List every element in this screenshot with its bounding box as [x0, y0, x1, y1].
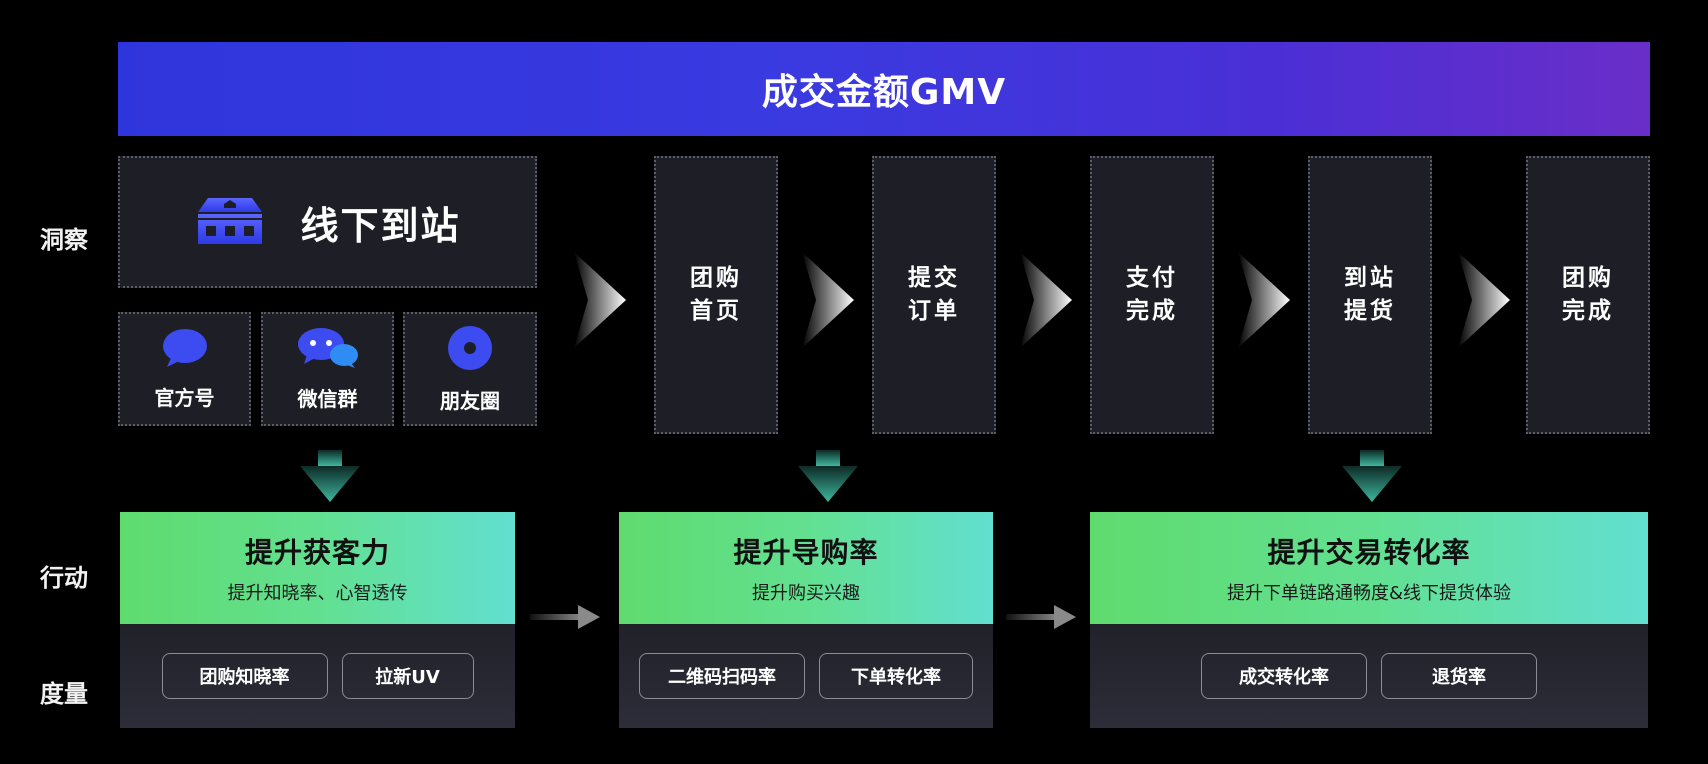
step-station-pickup: 到站 提货: [1308, 156, 1432, 434]
action-title: 提升交易转化率: [1267, 536, 1471, 569]
wechat-icon: [297, 327, 359, 373]
chevron-right-icon: [574, 252, 626, 348]
metrics-conversion: 成交转化率 退货率: [1090, 624, 1648, 728]
step-line2: 完成: [1562, 298, 1614, 324]
channel-moments: 朋友圈: [403, 312, 537, 426]
action-acquisition: 提升获客力 提升知晓率、心智透传: [120, 512, 515, 624]
metric-pill: 二维码扫码率: [639, 653, 805, 699]
moments-icon: [447, 325, 493, 375]
gmv-title: 成交金额GMV: [761, 72, 1007, 113]
offline-to-station-box: 线下到站: [118, 156, 537, 288]
offline-title: 线下到站: [300, 203, 461, 248]
metric-pill: 下单转化率: [819, 653, 973, 699]
action-title: 提升导购率: [733, 536, 879, 569]
arrow-down-icon: [300, 450, 360, 502]
step-group-buy-complete: 团购 完成: [1526, 156, 1650, 434]
chevron-right-icon: [802, 252, 854, 348]
arrow-right-icon: [1006, 605, 1076, 629]
row-label-action: 行动: [40, 564, 88, 592]
row-label-insight: 洞察: [40, 226, 88, 254]
chevron-right-icon: [1020, 252, 1072, 348]
step-line2: 提货: [1344, 298, 1396, 324]
step-line2: 完成: [1126, 298, 1178, 324]
action-title: 提升获客力: [244, 536, 390, 569]
action-shopping-guide: 提升导购率 提升购买兴趣: [619, 512, 993, 624]
action-subtitle: 提升知晓率、心智透传: [227, 583, 408, 604]
metric-pill: 退货率: [1381, 653, 1537, 699]
channel-wechat-group: 微信群: [261, 312, 394, 426]
step-line1: 支付: [1126, 265, 1178, 291]
chat-bubble-icon: [161, 328, 209, 372]
arrow-right-icon: [530, 605, 600, 629]
arrow-down-icon: [798, 450, 858, 502]
metrics-shopping-guide: 二维码扫码率 下单转化率: [619, 624, 993, 728]
chevron-right-icon: [1238, 252, 1290, 348]
metrics-acquisition: 团购知晓率 拉新UV: [120, 624, 515, 728]
step-line2: 首页: [690, 298, 742, 324]
channel-label: 官方号: [154, 385, 215, 410]
chevron-right-icon: [1458, 252, 1510, 348]
row-label-measure: 度量: [40, 680, 88, 708]
step-line1: 团购: [1562, 265, 1614, 291]
step-payment-complete: 支付 完成: [1090, 156, 1214, 434]
gmv-banner: 成交金额GMV: [118, 42, 1650, 136]
step-line1: 团购: [690, 265, 742, 291]
step-line1: 到站: [1344, 265, 1396, 291]
step-submit-order: 提交 订单: [872, 156, 996, 434]
channel-label: 朋友圈: [440, 388, 500, 413]
action-subtitle: 提升购买兴趣: [752, 583, 860, 604]
metric-pill: 拉新UV: [341, 653, 474, 699]
arrow-down-icon: [1342, 450, 1402, 502]
action-conversion: 提升交易转化率 提升下单链路通畅度&线下提货体验: [1090, 512, 1648, 624]
action-subtitle: 提升下单链路通畅度&线下提货体验: [1226, 583, 1512, 604]
channel-official-account: 官方号: [118, 312, 251, 426]
step-group-buy-home: 团购 首页: [654, 156, 778, 434]
metric-pill: 团购知晓率: [161, 653, 328, 699]
store-icon: [194, 194, 266, 250]
channel-label: 微信群: [297, 386, 358, 411]
step-line1: 提交: [908, 265, 960, 291]
metric-pill: 成交转化率: [1201, 653, 1367, 699]
step-line2: 订单: [908, 298, 960, 324]
